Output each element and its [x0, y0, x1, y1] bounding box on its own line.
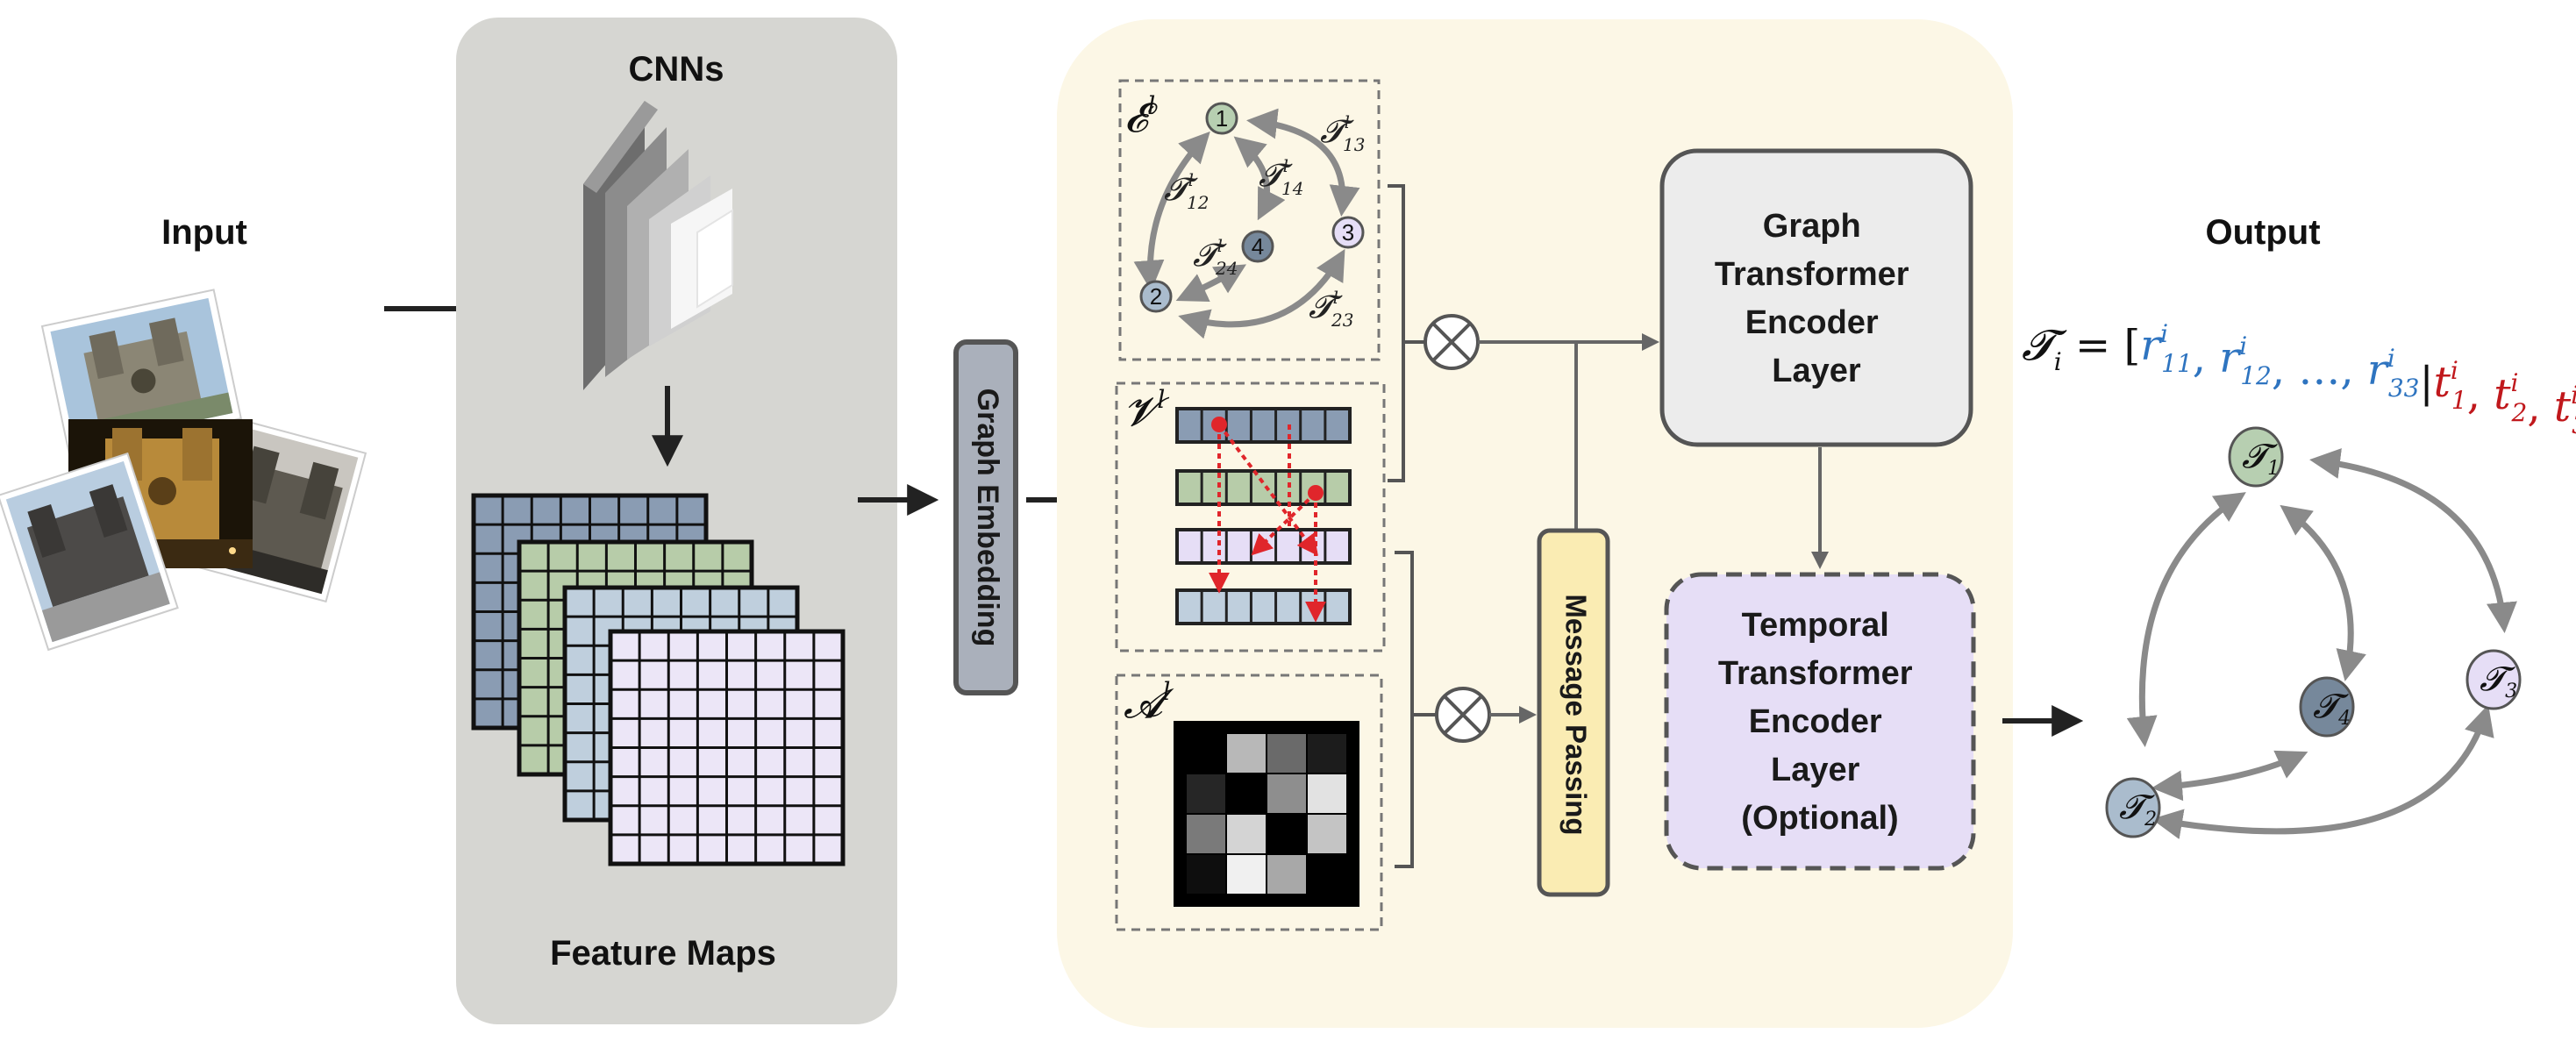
adjacency-cell	[1187, 774, 1225, 813]
edge-graph-node-label: 3	[1342, 219, 1354, 246]
adjacency-cell	[1187, 734, 1225, 773]
cnn-title: CNNs	[629, 50, 724, 89]
output-node-3: 𝓣3	[2465, 649, 2522, 710]
adjacency-matrix	[1174, 721, 1359, 907]
edge-graph-edges	[1133, 108, 1360, 339]
edge-graph-node-3: 3	[1331, 216, 1365, 249]
adjacency-cell	[1227, 855, 1266, 894]
adjacency-cell	[1227, 815, 1266, 853]
output-node-4: 𝓣4	[2299, 676, 2355, 738]
multiply-node-top	[1424, 314, 1480, 370]
adjacency-cell	[1267, 734, 1306, 773]
adjacency-cell	[1308, 774, 1346, 813]
vertex-message-dots	[1211, 417, 1324, 501]
feature-map-purple	[608, 629, 846, 866]
feature-maps-label: Feature Maps	[550, 934, 776, 973]
input-photo-4	[0, 452, 179, 652]
feature-maps-stack	[471, 493, 846, 866]
adjacency-cell	[1308, 815, 1346, 853]
message-passing-label: Message Passing	[1559, 594, 1592, 835]
adjacency-cell	[1227, 734, 1266, 773]
edge-graph-node-label: 4	[1252, 233, 1264, 260]
vertex-bar-2	[1175, 469, 1352, 506]
cnn-icon	[583, 101, 733, 390]
adjacency-cell	[1267, 774, 1306, 813]
adjacency-box	[1115, 674, 1383, 931]
edge-graph-node-label: 2	[1150, 283, 1162, 310]
output-label: Output	[2205, 213, 2320, 252]
graph-embedding-label: Graph Embedding	[971, 389, 1004, 647]
adjacency-cell	[1187, 855, 1225, 894]
input-photo-stack	[0, 289, 367, 652]
vertex-adjacency-bracket	[1395, 551, 1437, 868]
output-graph-edges	[2126, 448, 2517, 839]
edge-graph-nodes: 1 2 3 4	[1139, 102, 1365, 313]
vertex-bar-1	[1175, 407, 1352, 444]
edge-graph-node-2: 2	[1139, 280, 1173, 313]
input-photo-1	[40, 289, 243, 456]
graph-embedding-box	[953, 339, 1018, 695]
output-node-2: 𝓣2	[2105, 777, 2161, 838]
adjacency-cell	[1227, 774, 1266, 813]
graph-transformer-label: Graph Transformer Encoder Layer	[1715, 208, 1918, 389]
graph-transformer-box	[1659, 148, 1973, 447]
vertex-bar-3	[1175, 528, 1352, 565]
temporal-transformer-box	[1664, 572, 1976, 871]
multiply-node-bottom	[1435, 687, 1491, 743]
vertex-bar-4	[1175, 588, 1352, 625]
edge-graph-node-1: 1	[1205, 102, 1238, 135]
vertex-message-arrows	[1209, 423, 1326, 623]
edge-graph-node-label: 1	[1216, 105, 1228, 132]
adjacency-cell	[1267, 815, 1306, 853]
edge-graph-node-4: 4	[1241, 230, 1274, 263]
adjacency-cell	[1187, 815, 1225, 853]
adjacency-cell	[1308, 734, 1346, 773]
temporal-transformer-label: Temporal Transformer Encoder Layer (Opti…	[1718, 607, 1922, 837]
adjacency-cell	[1267, 855, 1306, 894]
adjacency-cell	[1308, 855, 1346, 894]
message-passing-box	[1537, 528, 1610, 897]
output-node-1: 𝓣1	[2228, 426, 2284, 488]
input-label: Input	[161, 213, 247, 252]
